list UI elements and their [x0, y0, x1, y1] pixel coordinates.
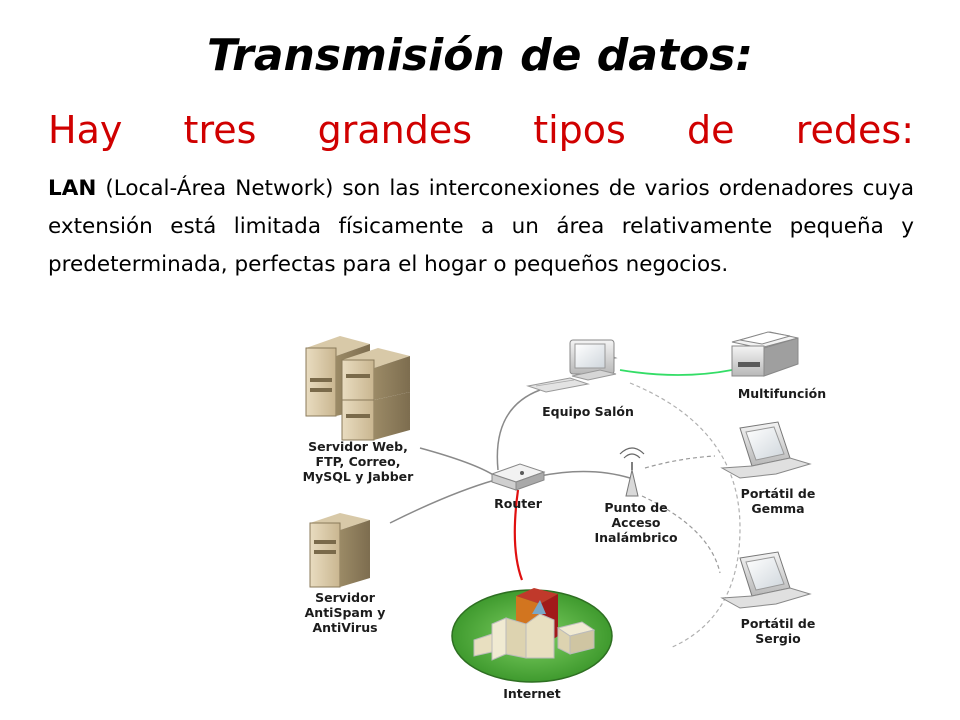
svg-text:Equipo Salón: Equipo Salón [542, 404, 634, 419]
label-ap-1: Punto de [604, 500, 667, 515]
label-web-server-2: FTP, Correo, [316, 454, 401, 469]
label-antispam-1: Servidor [315, 590, 376, 605]
printer-icon [731, 331, 799, 377]
label-web-server-1: Servidor Web, [308, 439, 408, 454]
lan-description-text: (Local-Área Network) son las interconexi… [48, 176, 914, 277]
internet-city-icon [451, 588, 613, 683]
link-desktop-printer [619, 369, 733, 376]
access-point-icon [619, 447, 645, 497]
svg-text:Router: Router [494, 496, 543, 511]
svg-text:Portátil de: Portátil de [741, 486, 816, 501]
svg-text:Inalámbrico: Inalámbrico [594, 530, 678, 545]
svg-text:Servidor: Servidor [315, 590, 376, 605]
wireless-arc-right [629, 382, 741, 649]
router-icon [490, 463, 546, 491]
laptop-gemma-icon [720, 421, 812, 479]
link-router-accesspoint [539, 470, 631, 479]
slide-title: Transmisión de datos: [206, 30, 754, 81]
label-desktop: Equipo Salón [542, 404, 634, 419]
laptop-sergio-icon [720, 551, 812, 609]
label-internet: Internet [503, 686, 561, 701]
svg-text:Portátil de: Portátil de [741, 616, 816, 631]
svg-text:FTP, Correo,: FTP, Correo, [316, 454, 401, 469]
network-links [389, 369, 741, 649]
lan-network-diagram: Servidor Web, FTP, Correo, MySQL y Jabbe… [303, 331, 826, 701]
lan-term: LAN [48, 176, 97, 201]
svg-text:Sergio: Sergio [755, 631, 801, 646]
label-gemma-1: Portátil de [741, 486, 816, 501]
link-router-internet [513, 489, 524, 581]
svg-text:Gemma: Gemma [751, 501, 804, 516]
label-antispam-3: AntiVirus [312, 620, 377, 635]
label-router: Router [494, 496, 543, 511]
label-gemma-2: Gemma [751, 501, 804, 516]
wireless-ap-gemma [644, 455, 716, 469]
link-webserver-router [419, 447, 496, 477]
label-web-server-3: MySQL y Jabber [303, 469, 414, 484]
svg-text:AntiSpam y: AntiSpam y [305, 605, 386, 620]
svg-text:Servidor Web,: Servidor Web, [308, 439, 408, 454]
desktop-computer-icon [526, 339, 618, 393]
svg-text:Internet: Internet [503, 686, 561, 701]
label-sergio-2: Sergio [755, 631, 801, 646]
label-antispam-2: AntiSpam y [305, 605, 386, 620]
svg-text:Punto de: Punto de [604, 500, 667, 515]
link-router-desktop [496, 389, 541, 471]
label-sergio-1: Portátil de [741, 616, 816, 631]
slide-subtitle: Hay tres grandes tipos de redes: [48, 108, 914, 152]
wireless-ap-sergio [641, 495, 721, 574]
label-ap-2: Acceso [612, 515, 661, 530]
svg-text:AntiVirus: AntiVirus [312, 620, 377, 635]
label-ap-3: Inalámbrico [594, 530, 678, 545]
svg-text:Multifunción: Multifunción [738, 386, 826, 401]
antispam-server-icon [309, 513, 370, 588]
svg-text:Acceso: Acceso [612, 515, 661, 530]
web-server-icon [305, 336, 410, 441]
lan-description: LAN (Local-Área Network) son las interco… [48, 170, 914, 284]
label-printer: Multifunción [738, 386, 826, 401]
link-spamserver-router [389, 479, 496, 524]
svg-text:MySQL y Jabber: MySQL y Jabber [303, 469, 414, 484]
